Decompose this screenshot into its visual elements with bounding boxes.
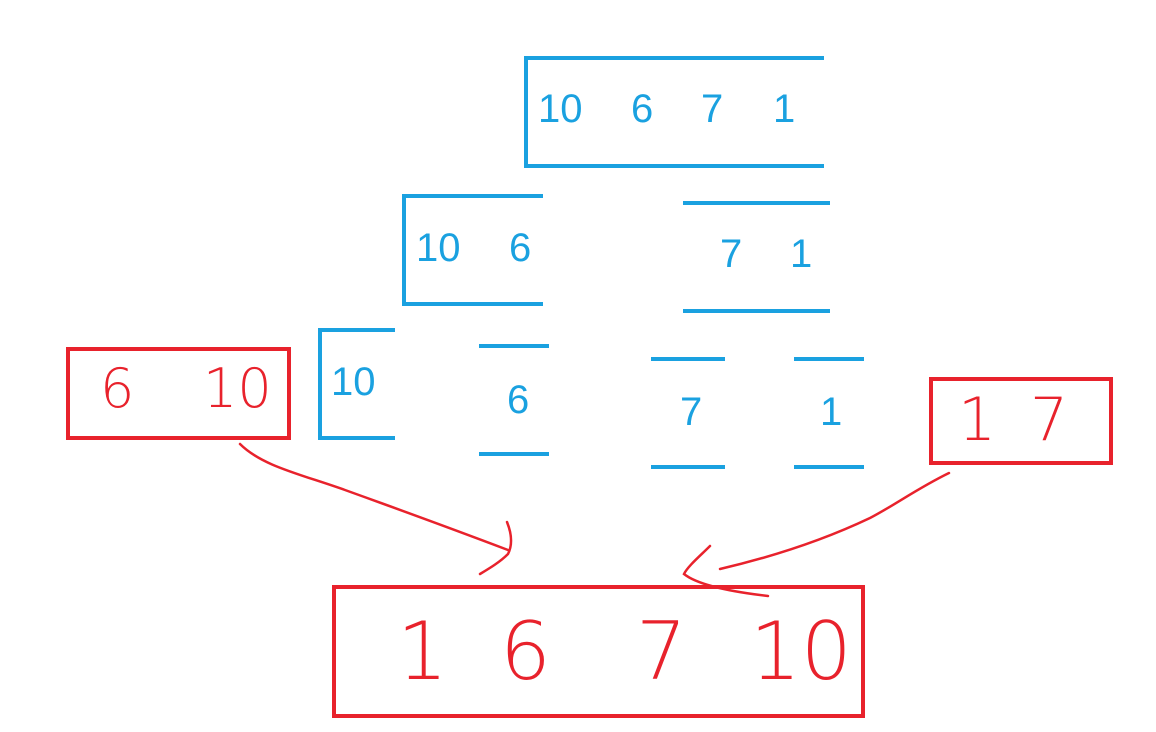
right-sorted-num-1: 1 [958,385,997,455]
level1-left-bracket [402,194,543,306]
level0-num-4: 1 [773,87,796,131]
right-sorted-num-2: 7 [1030,385,1069,455]
level2-num-4: 1 [820,390,843,434]
level2-num-3: 7 [680,390,703,434]
right-merge-arrow [718,471,951,571]
merge-group [66,347,1113,718]
split-group [318,56,864,469]
right-arrow-head [682,544,770,598]
result-num-4: 10 [750,605,852,698]
level1-right-num-2: 1 [790,232,813,276]
level0-bracket [524,56,824,168]
level1-left-num-1: 10 [416,226,461,270]
left-sorted-num-1: 6 [100,357,135,420]
level0-num-1: 10 [538,87,583,131]
level2-num-1: 10 [331,360,376,404]
left-sorted-box [66,347,291,440]
left-arrow-head [478,520,513,576]
right-sorted-box [929,377,1113,465]
level2-num-2: 6 [507,378,530,422]
result-num-3: 7 [636,605,687,698]
level1-left-num-2: 6 [509,226,532,270]
left-sorted-num-2: 10 [203,357,272,420]
level0-num-3: 7 [701,87,724,131]
result-box [332,585,865,718]
level1-right-num-1: 7 [720,232,743,276]
result-num-1: 1 [397,605,448,698]
level2-bracket-10 [318,328,395,440]
result-num-2: 6 [500,605,551,698]
level0-num-2: 6 [631,87,654,131]
left-merge-arrow [238,442,510,552]
